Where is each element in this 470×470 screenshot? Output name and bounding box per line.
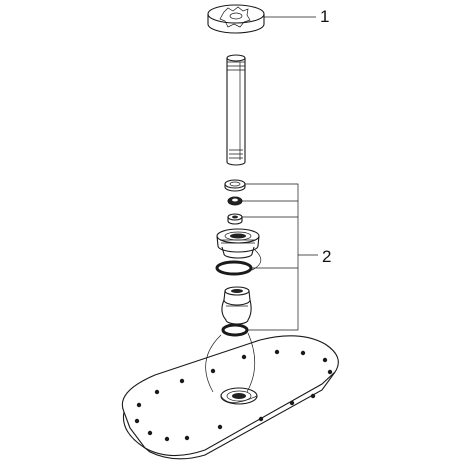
ceiling-rosette	[207, 4, 265, 34]
rubber-seal	[227, 196, 243, 206]
shower-arm-pipe	[226, 54, 246, 166]
assembly-guide-lines	[205, 249, 262, 393]
o-ring-lower	[221, 323, 249, 337]
ball-joint-adapter	[221, 286, 252, 325]
leader-bracket-2	[242, 183, 318, 331]
nozzle-dots	[134, 349, 333, 442]
o-ring-upper	[215, 260, 253, 276]
threaded-adapter-upper	[216, 228, 260, 259]
seal-washer-top	[224, 179, 246, 192]
callout-label-2: 2	[322, 247, 332, 266]
callout-label-1: 1	[320, 7, 330, 26]
small-nut	[227, 213, 243, 225]
shower-head-plate	[121, 335, 339, 460]
